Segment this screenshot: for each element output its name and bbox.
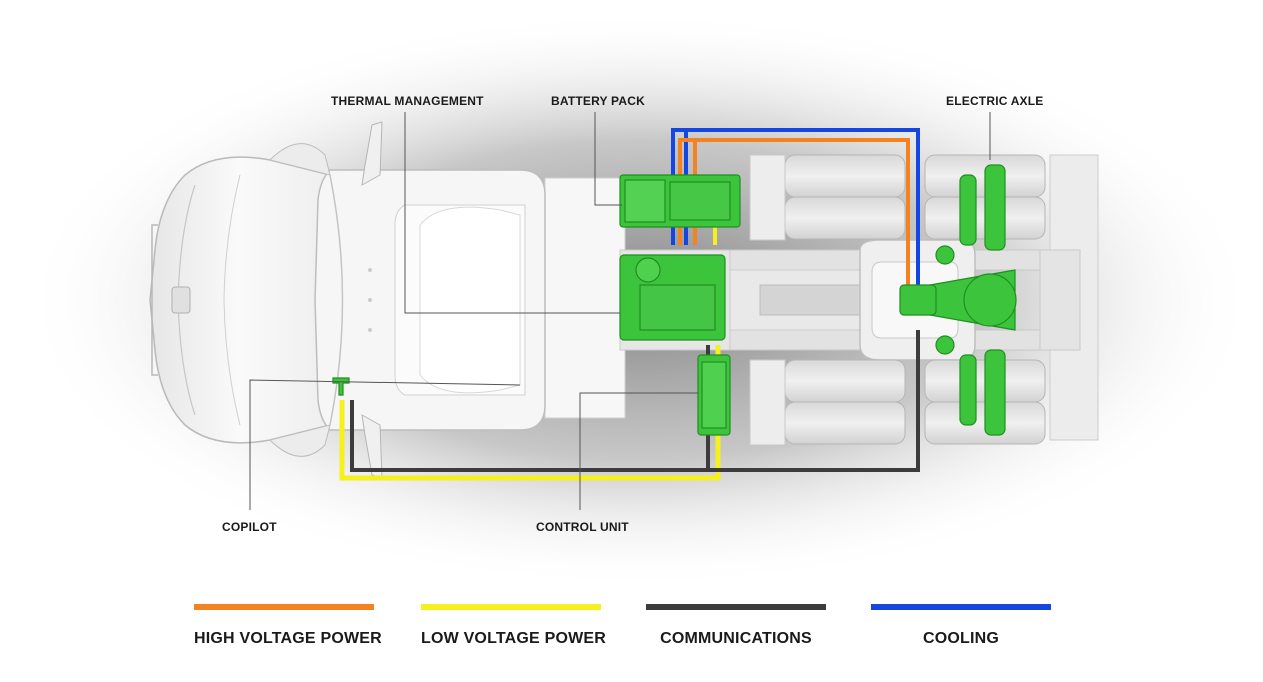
legend-swatch — [421, 604, 601, 610]
tire-front-left — [784, 154, 906, 240]
communications-line — [350, 330, 920, 472]
mirror-left-icon — [361, 121, 383, 186]
leader-lines — [249, 112, 991, 510]
electric-axle — [899, 164, 1017, 436]
legend-label: COMMUNICATIONS — [660, 630, 812, 647]
label-electric-axle: ELECTRIC AXLE — [946, 94, 1044, 108]
legend-swatch — [194, 604, 374, 610]
legend-swatch — [646, 604, 826, 610]
legend-swatch — [871, 604, 1051, 610]
legend-label: HIGH VOLTAGE POWER — [194, 630, 382, 647]
legend-item-low-voltage: LOW VOLTAGE POWER — [421, 604, 607, 648]
components — [332, 164, 1017, 436]
legend-item-high-voltage: HIGH VOLTAGE POWER — [194, 604, 382, 648]
label-battery-pack: BATTERY PACK — [551, 94, 645, 108]
legend-item-cooling: COOLING — [871, 604, 1051, 648]
label-thermal-management: THERMAL MANAGEMENT — [331, 94, 484, 108]
label-control-unit: CONTROL UNIT — [536, 520, 629, 534]
legend-item-communications: COMMUNICATIONS — [646, 604, 826, 648]
legend-label: LOW VOLTAGE POWER — [421, 630, 607, 647]
rear-deck — [544, 177, 626, 419]
label-copilot: COPILOT — [222, 520, 277, 534]
tire-front-right — [784, 359, 906, 445]
rear-tires — [749, 154, 1046, 446]
legend-label: COOLING — [922, 630, 1000, 647]
cab — [149, 121, 546, 479]
